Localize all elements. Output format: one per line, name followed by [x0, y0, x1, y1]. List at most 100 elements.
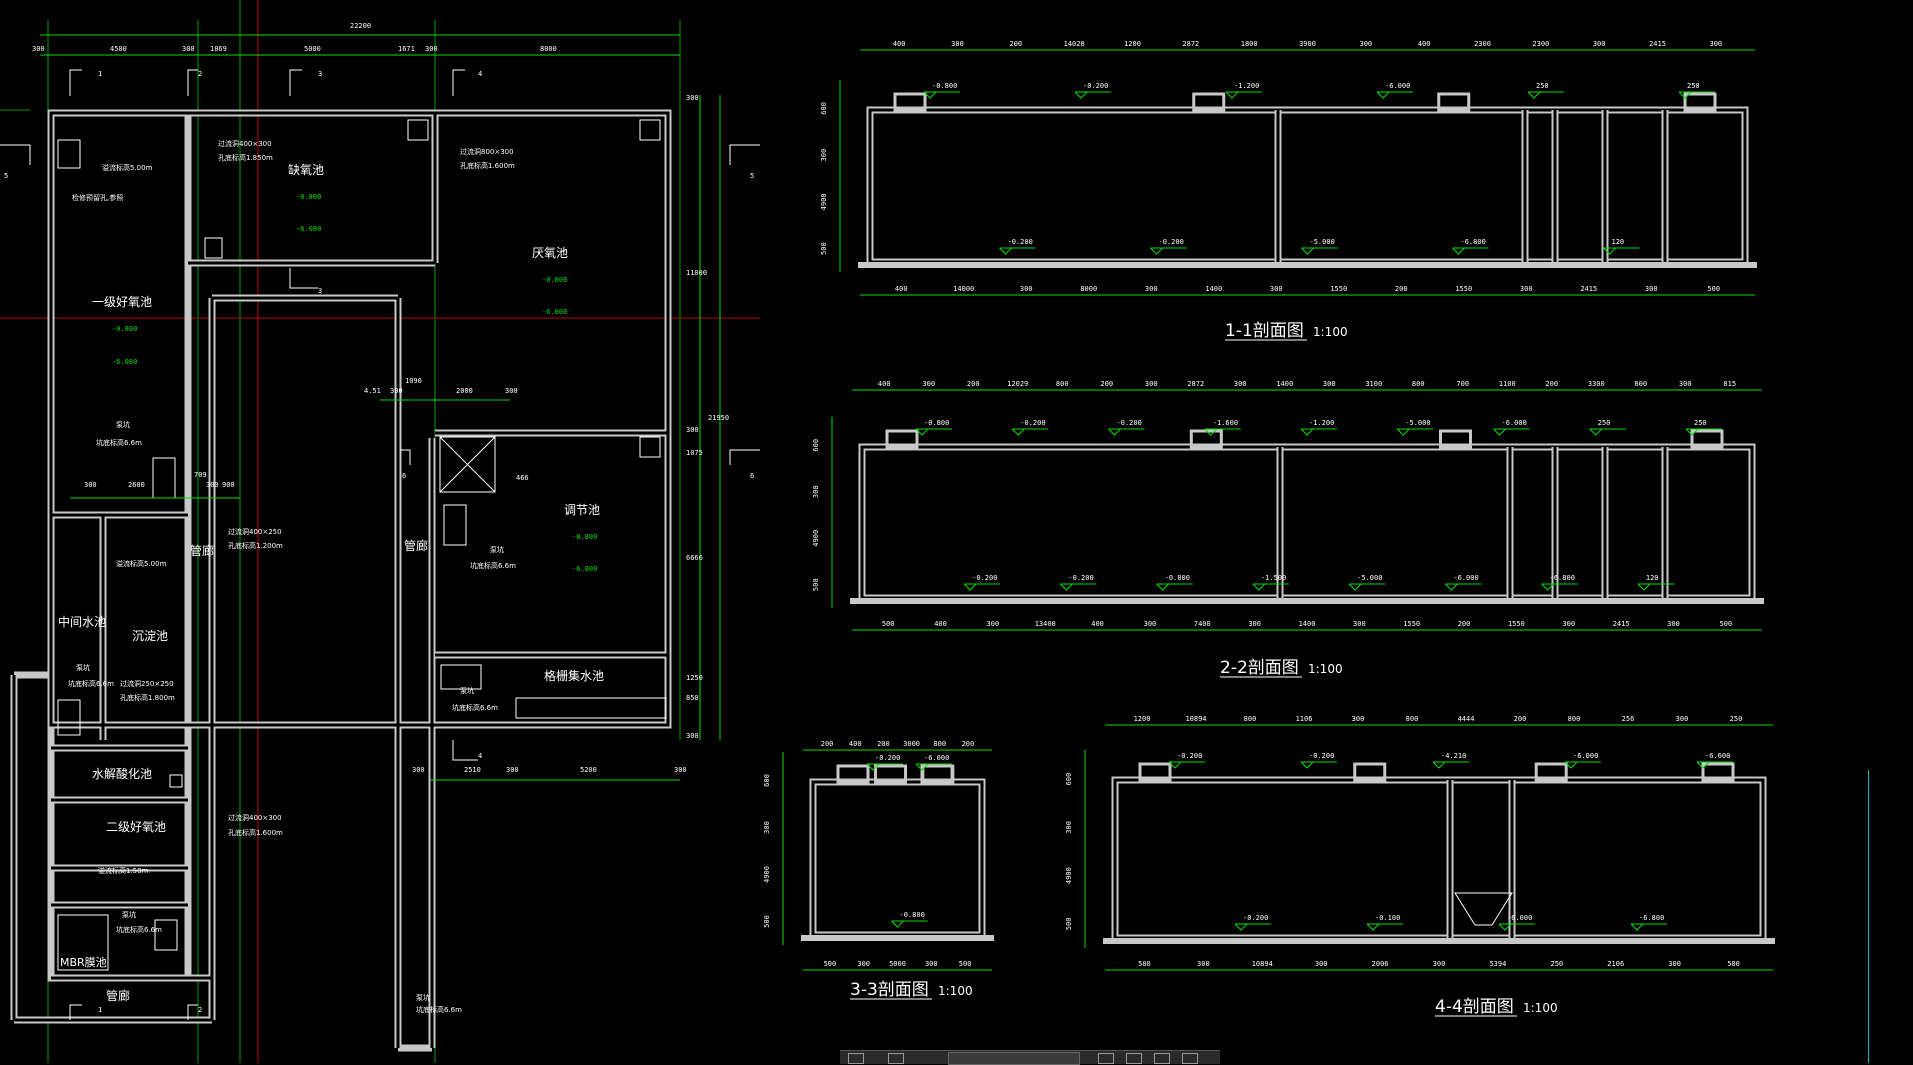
elevation-marker: [891, 920, 905, 928]
cad-status-bar[interactable]: [840, 1050, 1220, 1065]
dimension-label: 1100: [1499, 380, 1516, 388]
dimension-label: 1550: [1508, 620, 1525, 628]
arrow-icon[interactable]: [1126, 1053, 1142, 1064]
elevation-label: -6.800: [1639, 914, 1664, 922]
elevation-marker: [1637, 583, 1652, 591]
dimension-label: 1400: [1299, 620, 1316, 628]
dimension-label: 200: [1458, 620, 1471, 628]
dimension-label: 200: [1100, 380, 1113, 388]
room-label: 管廊: [106, 988, 130, 1003]
dimension-label: 300: [1144, 620, 1157, 628]
dimension-label: 300: [857, 960, 870, 968]
dimension-label: 300: [1020, 285, 1033, 293]
room-label: 中间水池: [58, 614, 106, 629]
elevation-label: -0.200: [1008, 238, 1033, 246]
section-tank-outline: [1111, 776, 1767, 942]
section-cover-box: [1437, 92, 1471, 112]
dimension-label: 2872: [1187, 380, 1204, 388]
svg-text:过流洞400×250: 过流洞400×250: [228, 527, 282, 536]
dimension-label: 800: [1056, 380, 1069, 388]
dimension-label: 4900: [1065, 867, 1073, 884]
dimension-label: 300: [1145, 285, 1158, 293]
room-label: 水解酸化池: [92, 766, 152, 781]
dimension-label: 500: [824, 960, 837, 968]
elevation-label: -0.200: [1159, 238, 1184, 246]
dimension-label: 300: [1679, 380, 1692, 388]
dimension-label: 300: [922, 380, 935, 388]
svg-text:3: 3: [318, 70, 322, 78]
dimension-label: 300: [951, 40, 964, 48]
svg-text:2510: 2510: [464, 766, 481, 774]
dimension-label: 800: [933, 740, 946, 748]
dimension-label: 5000: [889, 960, 906, 968]
elevation-label: -0.800: [924, 419, 949, 427]
svg-text:5000: 5000: [304, 45, 321, 53]
section-cover-box: [1353, 762, 1387, 782]
dimension-label: 800: [1406, 715, 1419, 723]
dimension-label: 600: [812, 439, 820, 452]
elevation-marker: [999, 247, 1013, 255]
dimension-label: 200: [821, 740, 834, 748]
print-icon[interactable]: [1182, 1053, 1198, 1064]
svg-text:泵坑: 泵坑: [122, 910, 136, 919]
dimension-label: 10894: [1252, 960, 1273, 968]
elevation-label: -4.210: [1441, 752, 1466, 760]
dimension-label: 200: [967, 380, 980, 388]
section-tank-outline: [809, 778, 986, 939]
dimension-label: 1400: [1205, 285, 1222, 293]
dimension-label: 300: [763, 821, 771, 834]
section-cover-box: [1683, 92, 1717, 112]
elevation-label: -0.100: [1375, 914, 1400, 922]
dimension-label: 300: [812, 485, 820, 498]
dimension-label: 1200: [1134, 715, 1151, 723]
dimension-label: 300: [820, 149, 828, 162]
svg-text:1: 1: [98, 70, 102, 78]
svg-text:300: 300: [182, 45, 195, 53]
section-cover-box: [920, 764, 954, 784]
elevation-label: -6.600: [1705, 752, 1730, 760]
dimension-label: 800: [1634, 380, 1647, 388]
elevation-marker: [1108, 428, 1122, 436]
room-elev: -0.800: [572, 533, 597, 541]
box-icon[interactable]: [1154, 1053, 1170, 1064]
dimension-label: 800: [1412, 380, 1425, 388]
room-elev: -0.800: [542, 276, 567, 284]
layer-dropdown[interactable]: [948, 1052, 1080, 1065]
dimension-label: 500: [763, 915, 771, 928]
dimension-label: 400: [1091, 620, 1104, 628]
svg-text:溢流标高1.50m: 溢流标高1.50m: [98, 866, 149, 875]
room-elev: -6.000: [542, 308, 567, 316]
svg-text:坑底标高6.6m: 坑底标高6.6m: [452, 703, 498, 712]
svg-text:300: 300: [686, 732, 699, 740]
dimension-label: 800: [1244, 715, 1257, 723]
room-label: 格栅集水池: [544, 668, 604, 683]
dimension-label: 13400: [1035, 620, 1056, 628]
svg-text:300: 300: [84, 481, 97, 489]
svg-text:1250: 1250: [686, 674, 703, 682]
elevation-label: 250: [1598, 419, 1611, 427]
elevation-marker: [1630, 923, 1645, 931]
svg-text:300: 300: [32, 45, 45, 53]
svg-text:5: 5: [4, 172, 8, 180]
svg-text:4: 4: [478, 70, 482, 78]
svg-text:坑底标高6.6m: 坑底标高6.6m: [470, 561, 516, 570]
layer-icon[interactable]: [888, 1053, 904, 1064]
elevation-marker: [1234, 923, 1249, 931]
section-scale: 1:100: [1313, 325, 1348, 339]
dimension-label: 5394: [1489, 960, 1506, 968]
draw-icon[interactable]: [848, 1053, 864, 1064]
svg-text:孔底标高1.600m: 孔底标高1.600m: [228, 828, 283, 837]
pen-icon[interactable]: [1098, 1053, 1114, 1064]
elevation-label: -1.200: [1309, 419, 1334, 427]
dimension-label: 300: [1562, 620, 1575, 628]
plan-walls: [10, 109, 672, 1052]
dimension-label: 300: [1645, 285, 1658, 293]
dimension-label: 500: [959, 960, 972, 968]
elevation-label: -0.800: [900, 911, 925, 919]
dimension-label: 400: [895, 285, 908, 293]
elevation-label: -0.200: [1117, 419, 1142, 427]
dimension-label: 2415: [1649, 40, 1666, 48]
svg-text:4.51: 4.51: [364, 387, 381, 395]
svg-text:709: 709: [194, 471, 207, 479]
